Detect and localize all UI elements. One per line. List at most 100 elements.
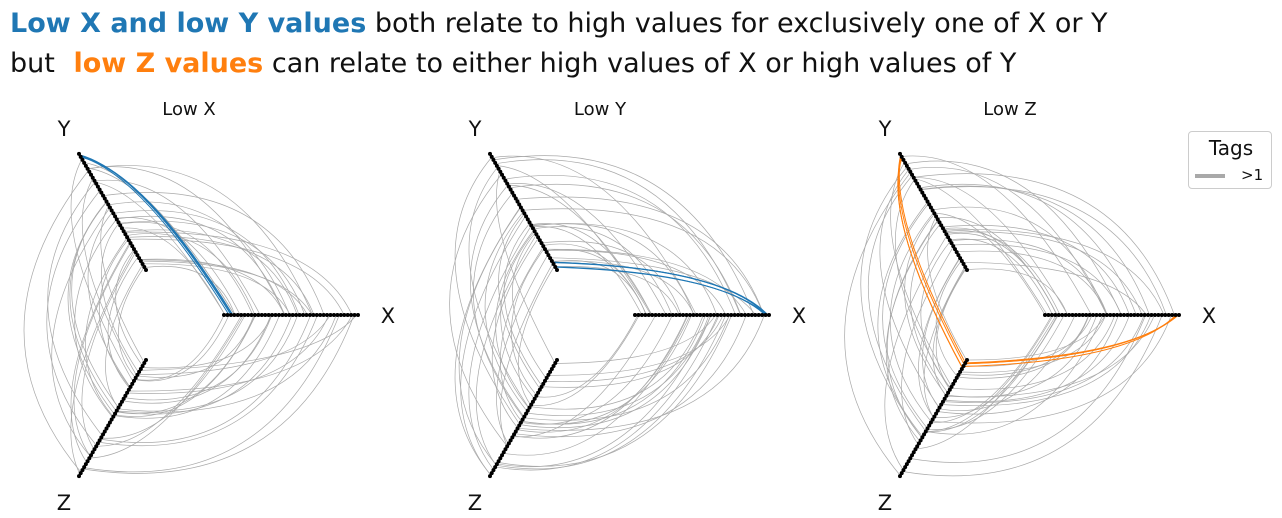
node-y (934, 214, 939, 219)
gray-edge (105, 264, 144, 409)
node-z (78, 471, 83, 476)
node-z (927, 423, 932, 428)
node-z (904, 462, 909, 467)
node-z (537, 387, 542, 392)
gray-edge (546, 249, 647, 316)
node-x (1132, 313, 1137, 317)
node-y (119, 226, 124, 231)
node-x (753, 313, 758, 317)
node-x (736, 313, 741, 317)
highlight-edge (897, 155, 965, 365)
node-x (1094, 313, 1099, 317)
gray-edge (96, 314, 243, 447)
gray-edge (454, 206, 521, 476)
gray-edge (934, 314, 1058, 418)
node-y (501, 175, 506, 180)
node-x (1111, 313, 1116, 317)
gray-edge (914, 178, 1048, 316)
node-y (517, 202, 522, 207)
node-x (691, 313, 696, 317)
gray-edge (498, 213, 541, 390)
axis-label-z: Z (878, 491, 892, 515)
node-z (87, 456, 92, 461)
node-y (85, 166, 90, 171)
node-y (954, 250, 959, 255)
gray-edge (512, 314, 657, 438)
gray-edge (544, 248, 747, 316)
gray-edge (495, 229, 535, 409)
gray-edge (468, 225, 532, 471)
node-z (529, 402, 534, 407)
node-y (930, 208, 935, 213)
node-x (643, 313, 648, 317)
node-x (1104, 313, 1109, 317)
node-y (109, 208, 114, 213)
gray-edge (495, 314, 719, 471)
gray-edge (116, 215, 285, 316)
node-z (512, 432, 517, 437)
node-y (898, 151, 902, 156)
node-z (947, 387, 952, 392)
node-z (123, 393, 128, 398)
node-z (488, 474, 492, 479)
headline-line-1: Low X and low Y values both relate to hi… (10, 4, 1270, 44)
node-y (106, 202, 111, 207)
highlight-edge (552, 261, 769, 316)
gray-edge (943, 314, 1145, 403)
gray-edge (119, 220, 306, 316)
node-z (515, 426, 520, 431)
gray-edge (966, 314, 1106, 361)
gray-edge (134, 314, 230, 382)
node-z (959, 366, 964, 371)
node-x (1115, 313, 1120, 317)
node-x (1125, 313, 1130, 317)
axis-label-y: Y (878, 117, 892, 141)
node-z (111, 414, 116, 419)
node-z (125, 390, 130, 395)
node-y (503, 178, 508, 183)
node-x (718, 313, 723, 317)
node-x (304, 313, 309, 317)
node-x (1101, 313, 1106, 317)
node-z (82, 465, 87, 470)
node-z (934, 411, 939, 416)
node-z (956, 372, 961, 377)
node-z (80, 468, 85, 473)
node-x (636, 313, 641, 317)
node-y (539, 241, 544, 246)
gray-edge (945, 231, 1143, 316)
node-x (1118, 313, 1123, 317)
gray-edge (107, 256, 139, 389)
node-y (549, 259, 554, 264)
node-x (287, 313, 292, 317)
gray-edge (116, 314, 337, 413)
node-y (949, 241, 954, 246)
node-z (532, 396, 537, 401)
axis-label-y: Y (468, 117, 482, 141)
node-z (510, 435, 515, 440)
node-z (501, 450, 506, 455)
node-x (1170, 313, 1175, 317)
node-x (1152, 313, 1157, 317)
gray-edge (526, 314, 710, 416)
node-y (493, 160, 498, 165)
node-y (913, 178, 918, 183)
gray-edge (496, 165, 652, 316)
node-y (916, 184, 921, 189)
node-y (927, 202, 932, 207)
gray-edge (141, 314, 273, 369)
headline-line-2: but low Z values can relate to either hi… (10, 44, 1270, 84)
node-z (942, 396, 947, 401)
gray-edge (925, 314, 1054, 432)
node-y (78, 154, 83, 159)
gray-edge (927, 216, 968, 361)
node-y (908, 169, 913, 174)
gray-edge (885, 219, 939, 442)
gray-edge (877, 201, 928, 437)
node-x (1087, 313, 1092, 317)
node-y (925, 199, 930, 204)
node-z (94, 444, 99, 449)
gray-edge (962, 261, 1147, 316)
